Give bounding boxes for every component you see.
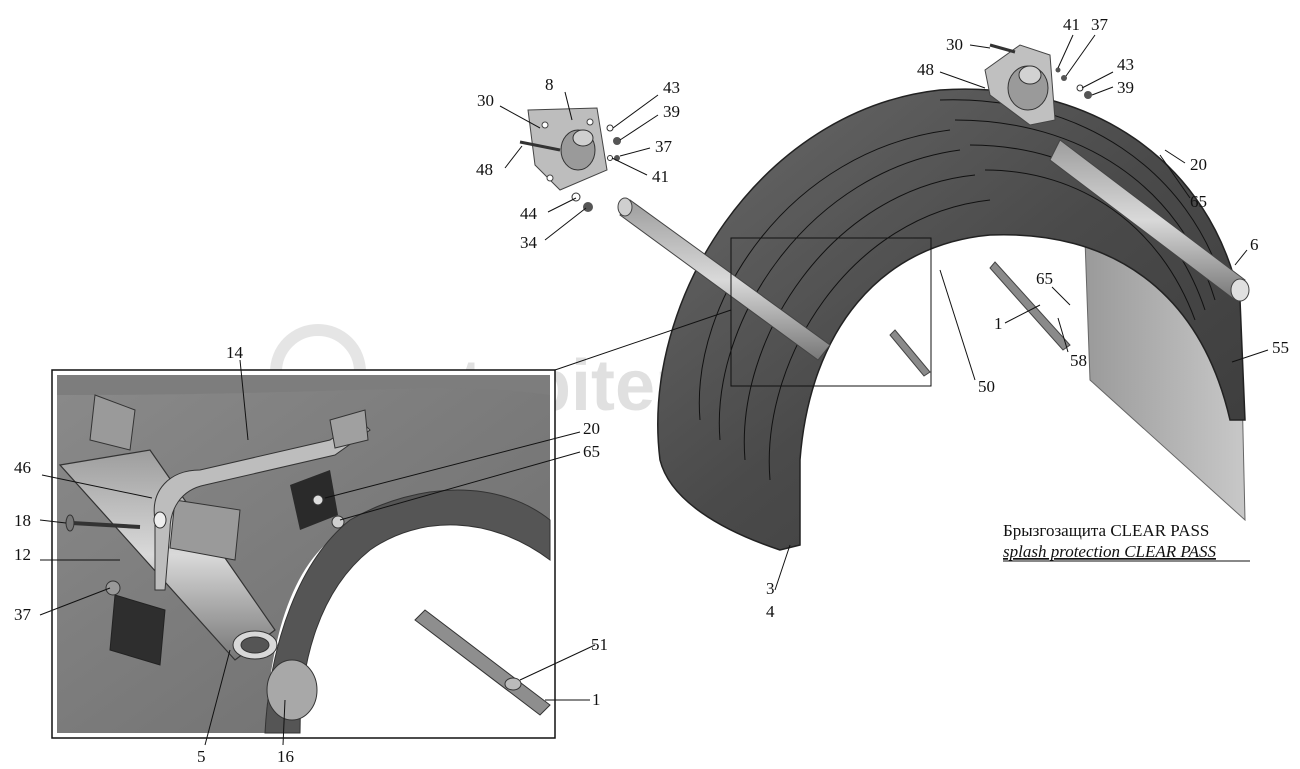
callout-20a: 20 (1190, 155, 1207, 174)
callout-3: 3 (766, 579, 775, 598)
callout-55: 55 (1272, 338, 1289, 357)
callout-51: 51 (591, 635, 608, 654)
callout-8: 8 (545, 75, 554, 94)
callout-41b: 41 (1063, 15, 1080, 34)
bracket-assembly-right (984, 43, 1092, 126)
callout-30a: 30 (477, 91, 494, 110)
callout-1a: 1 (994, 314, 1003, 333)
callout-44: 44 (520, 204, 538, 223)
callout-5: 5 (197, 747, 206, 766)
caption-line-ru: Брызгозащита CLEAR PASS (1003, 521, 1209, 540)
callout-65a: 65 (1190, 192, 1207, 211)
bracket-rod (617, 139, 1250, 361)
callout-20b: 20 (583, 419, 600, 438)
callout-39b: 39 (1117, 78, 1134, 97)
callout-48a: 48 (476, 160, 493, 179)
callout-39a: 39 (663, 102, 680, 121)
callout-30b: 30 (946, 35, 963, 54)
stay-rod (889, 261, 1071, 377)
callout-43b: 43 (1117, 55, 1134, 74)
callout-46: 46 (14, 458, 31, 477)
callout-50: 50 (978, 377, 995, 396)
callout-16: 16 (277, 747, 294, 766)
callout-6: 6 (1250, 235, 1259, 254)
leader-lines (39, 34, 1269, 746)
detail-frame (730, 237, 932, 387)
callout-37b: 37 (1091, 15, 1109, 34)
detail-inset (51, 369, 556, 739)
bracket-assembly-left (519, 107, 621, 212)
callout-12: 12 (14, 545, 31, 564)
callout-18: 18 (14, 511, 31, 530)
callout-41a: 41 (652, 167, 669, 186)
callout-34: 34 (520, 233, 538, 252)
callout-48b: 48 (917, 60, 934, 79)
callout-14: 14 (226, 343, 244, 362)
callout-1b: 1 (592, 690, 601, 709)
caption-line-en: splash protection CLEAR PASS (1003, 542, 1216, 561)
callout-labels: 30 8 43 39 37 41 48 44 34 30 41 37 48 43… (14, 15, 1289, 766)
caption: Брызгозащита CLEAR PASS splash protectio… (1003, 521, 1216, 561)
fender (657, 88, 1246, 551)
callout-37c: 37 (14, 605, 32, 624)
callout-4: 4 (766, 602, 775, 621)
callout-58: 58 (1070, 351, 1087, 370)
callout-65b: 65 (1036, 269, 1053, 288)
callout-65c: 65 (583, 442, 600, 461)
detail-connector (554, 309, 732, 371)
callout-37a: 37 (655, 137, 673, 156)
callout-43a: 43 (663, 78, 680, 97)
